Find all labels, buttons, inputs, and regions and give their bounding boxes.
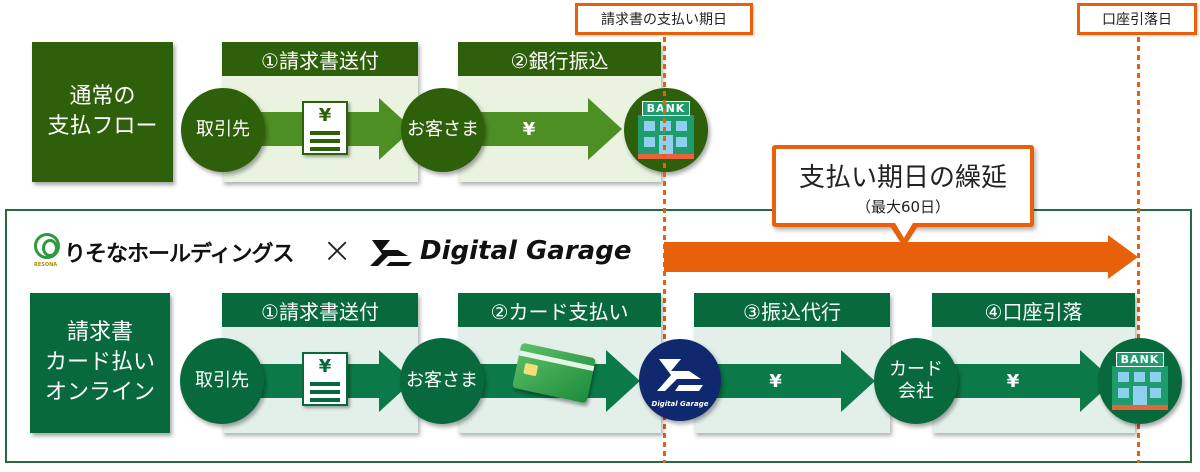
bank-node: BANK [1098,338,1182,424]
normal-arrow-transfer: ¥ [470,98,622,160]
invoice-due-date-label: 請求書の支払い期日 [575,3,753,35]
normal-step-1-title: ①請求書送付 [222,42,418,76]
customer-node: お客さま [401,88,485,172]
supplier-node-text: 取引先 [196,119,250,140]
card-company-line2: 会社 [898,381,934,402]
invoice-document-icon: ¥ [302,352,348,406]
deferral-arrow-shaft [664,242,1110,272]
deferral-callout-title: 支払い期日の繰延 [798,163,1007,193]
deferral-callout-subtitle: （最大60日） [855,198,951,216]
deferral-callout: 支払い期日の繰延 （最大60日） [772,145,1034,227]
card-flow-label-line3: オンライン [44,380,155,405]
bank-icon: BANK [636,101,696,159]
customer-node-text: お客さま [407,119,479,140]
digital-garage-logo-icon [657,359,703,391]
resona-logo-text: りそなホールディングス [64,242,294,267]
customer-node: お客さま [400,338,484,424]
normal-flow-label-line2: 支払フロー [47,114,158,139]
yen-label: ¥ [769,370,782,392]
card-flow-label-line1: 請求書 [66,320,133,345]
supplier-node: 取引先 [181,88,265,172]
card-step-2-title: ②カード支払い [458,293,661,327]
yen-label: ¥ [1006,370,1020,392]
digital-garage-node-caption: Digital Garage [651,400,709,408]
customer-node-text: お客さま [406,370,478,391]
card-flow-frame [5,209,1192,463]
card-step-1-title: ①請求書送付 [222,293,418,327]
card-company-line1: カード [889,359,943,380]
card-flow-label-line2: カード払い [44,350,155,375]
collaboration-times-sign: × [322,230,353,271]
card-arrow-debit: ¥ [946,350,1114,412]
resona-logo-icon [34,233,60,259]
card-company-node: カード会社 [874,338,958,424]
invoice-document-icon: ¥ [302,101,348,155]
bank-icon: BANK [1110,352,1170,410]
digital-garage-mark-icon [370,240,412,266]
deferral-arrow-head [1108,235,1138,279]
card-flow-label: 請求書カード払いオンライン [30,293,170,433]
account-debit-date-line [1137,37,1140,463]
card-step-4-title: ④口座引落 [932,293,1135,327]
normal-flow-label: 通常の支払フロー [32,42,173,182]
bank-node: BANK [624,88,708,172]
account-debit-date-label: 口座引落日 [1077,3,1197,35]
digital-garage-node: Digital Garage [639,339,721,421]
invoice-due-date-text: 請求書の支払い期日 [601,12,727,28]
supplier-node: 取引先 [180,338,264,424]
card-step-3-title: ③振込代行 [694,293,890,327]
supplier-node-text: 取引先 [195,370,249,391]
card-arrow-transfer: ¥ [710,350,875,412]
normal-step-2-title: ②銀行振込 [458,42,661,76]
card-step-1-panel: ①請求書送付 [222,293,418,433]
account-debit-date-text: 口座引落日 [1102,12,1172,28]
normal-flow-label-line1: 通常の [69,84,136,109]
digital-garage-logo-text: Digital Garage [420,236,632,266]
resona-logo-sub: RESONA [34,262,58,268]
yen-label: ¥ [522,118,536,140]
